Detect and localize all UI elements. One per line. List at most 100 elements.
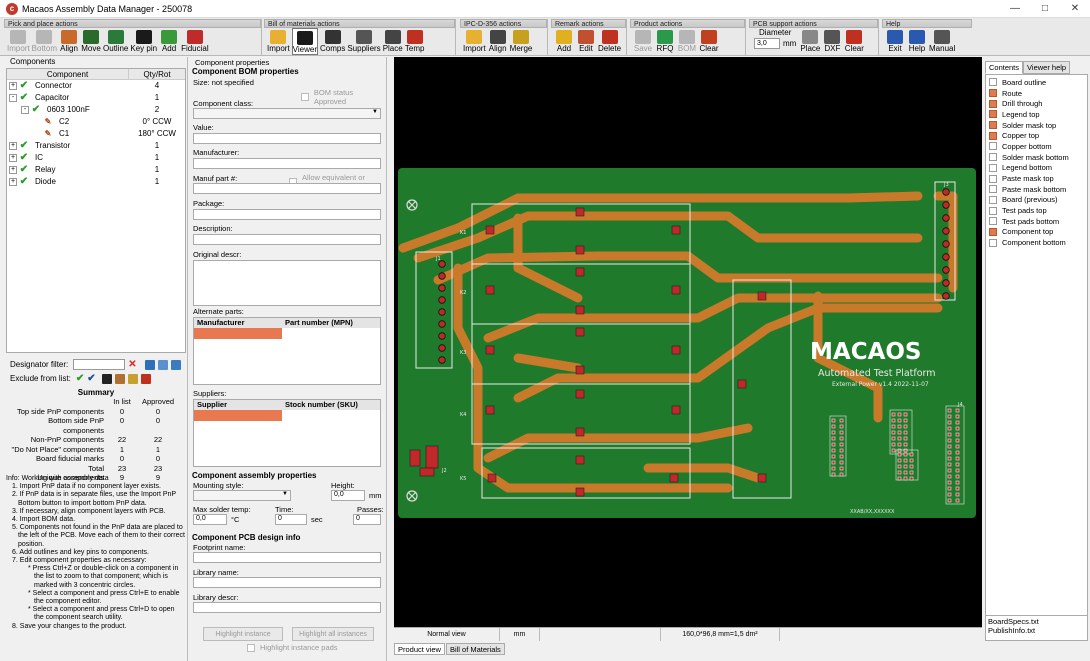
tab-product-view[interactable]: Product view xyxy=(394,643,445,655)
designator-filter-input[interactable] xyxy=(73,359,126,370)
import-button[interactable]: Import xyxy=(267,28,290,53)
layer-checkbox[interactable] xyxy=(989,217,997,226)
viewer-button[interactable]: Viewer xyxy=(291,28,318,55)
layer-checkbox[interactable] xyxy=(989,99,997,108)
manual-button[interactable]: Manual xyxy=(929,28,955,53)
dxf-button[interactable]: DXF xyxy=(822,28,842,53)
layer-checkbox[interactable] xyxy=(989,206,997,215)
move-button[interactable]: Move xyxy=(81,28,101,53)
layer-row[interactable]: Legend bottom xyxy=(986,163,1087,174)
layer-row[interactable]: Solder mask top xyxy=(986,120,1087,131)
max-temp-field[interactable]: 0,0 xyxy=(193,514,227,525)
edit-button[interactable]: Edit xyxy=(576,28,596,53)
outline-button[interactable]: Outline xyxy=(103,28,128,53)
col-component[interactable]: Component xyxy=(7,69,129,79)
delete-button[interactable]: Delete xyxy=(598,28,621,53)
layer-row[interactable]: Copper bottom xyxy=(986,141,1087,152)
layer-checkbox[interactable] xyxy=(989,195,997,204)
expand-all-icon[interactable] xyxy=(144,359,155,370)
package-field[interactable] xyxy=(193,209,381,220)
layer-checkbox[interactable] xyxy=(989,78,997,87)
layer-checkbox[interactable] xyxy=(989,142,997,151)
approved-check-icon[interactable]: ✔ xyxy=(75,373,85,384)
temp-button[interactable]: Temp xyxy=(405,28,425,53)
merge-button[interactable]: Merge xyxy=(510,28,532,53)
layer-checkbox[interactable] xyxy=(989,121,997,130)
layer-row[interactable]: Legend top xyxy=(986,109,1087,120)
layer-row[interactable]: Board outline xyxy=(986,77,1087,88)
place-button[interactable]: Place xyxy=(383,28,403,53)
exit-button[interactable]: Exit xyxy=(885,28,905,53)
layer-row[interactable]: Test pads bottom xyxy=(986,216,1087,227)
passes-field[interactable]: 0 xyxy=(353,514,381,525)
layer-checkbox[interactable] xyxy=(989,110,997,119)
footprint-field[interactable] xyxy=(193,552,381,563)
description-field[interactable] xyxy=(193,234,381,245)
layer-checkbox[interactable] xyxy=(989,89,997,98)
layer-row[interactable]: Paste mask top xyxy=(986,173,1087,184)
bom-status-checkbox[interactable]: BOM status Approved xyxy=(301,88,386,106)
blue-check-icon[interactable]: ✔ xyxy=(87,373,96,384)
layer-checkbox[interactable] xyxy=(989,227,997,236)
help-button[interactable]: Help xyxy=(907,28,927,53)
expand-icon[interactable]: + xyxy=(9,154,17,162)
collapse-all-icon[interactable] xyxy=(157,359,168,370)
import-button[interactable]: Import xyxy=(7,28,30,53)
maximize-button[interactable]: □ xyxy=(1041,3,1049,14)
highlight-instance-button[interactable]: Highlight instance xyxy=(203,627,283,641)
import-button[interactable]: Import xyxy=(463,28,486,53)
expand-icon[interactable]: + xyxy=(9,166,17,174)
tab-viewer-help[interactable]: Viewer help xyxy=(1023,61,1071,74)
layer-checkbox[interactable] xyxy=(989,174,997,183)
dnp-icon[interactable] xyxy=(140,373,151,384)
layer-checkbox[interactable] xyxy=(989,131,997,140)
library-descr-field[interactable] xyxy=(193,602,381,613)
rfq-button[interactable]: RFQ xyxy=(655,28,675,53)
close-button[interactable]: ✕ xyxy=(1070,3,1080,14)
add-button[interactable]: Add xyxy=(159,28,179,53)
layer-checkbox[interactable] xyxy=(989,163,997,172)
layer-row[interactable]: Paste mask bottom xyxy=(986,184,1087,195)
highlight-all-button[interactable]: Highlight all instances xyxy=(292,627,374,641)
layer-row[interactable]: Test pads top xyxy=(986,205,1087,216)
file-item[interactable]: BoardSpecs.txt xyxy=(988,617,1039,626)
original-descr-field[interactable] xyxy=(193,260,381,306)
warning-icon[interactable] xyxy=(127,373,138,384)
minimize-button[interactable]: — xyxy=(1010,3,1020,14)
bom-button[interactable]: BOM xyxy=(677,28,697,53)
tab-contents[interactable]: Contents xyxy=(985,61,1024,74)
add-button[interactable]: Add xyxy=(554,28,574,53)
expand-icon[interactable]: + xyxy=(9,142,17,150)
pnp-icon[interactable] xyxy=(101,373,112,384)
tree-options-icon[interactable] xyxy=(170,359,181,370)
alt-selected-row[interactable] xyxy=(194,328,282,339)
layer-row[interactable]: Route xyxy=(986,88,1087,99)
manuf-part-field[interactable] xyxy=(193,183,381,194)
place-button[interactable]: Place xyxy=(800,28,820,53)
tab-bill-of-materials[interactable]: Bill of Materials xyxy=(445,643,505,655)
file-item[interactable]: PublishInfo.txt xyxy=(988,626,1036,635)
pcb-board[interactable]: MACAOS Automated Test Platform External … xyxy=(398,168,976,518)
layer-row[interactable]: Solder mask bottom xyxy=(986,152,1087,163)
layer-row[interactable]: Drill through xyxy=(986,98,1087,109)
layer-row[interactable]: Board (previous) xyxy=(986,195,1087,206)
bottom-button[interactable]: Bottom xyxy=(32,28,57,53)
class-select[interactable]: ▼ xyxy=(193,108,381,119)
manufacturer-field[interactable] xyxy=(193,158,381,169)
clear-filter-icon[interactable]: ✕ xyxy=(128,359,137,370)
expand-icon[interactable]: + xyxy=(9,82,17,90)
fiducial-button[interactable]: Fiducial xyxy=(181,28,209,53)
value-field[interactable] xyxy=(193,133,381,144)
layer-row[interactable]: Copper top xyxy=(986,130,1087,141)
highlight-pads-checkbox[interactable]: Highlight instance pads xyxy=(247,643,338,652)
